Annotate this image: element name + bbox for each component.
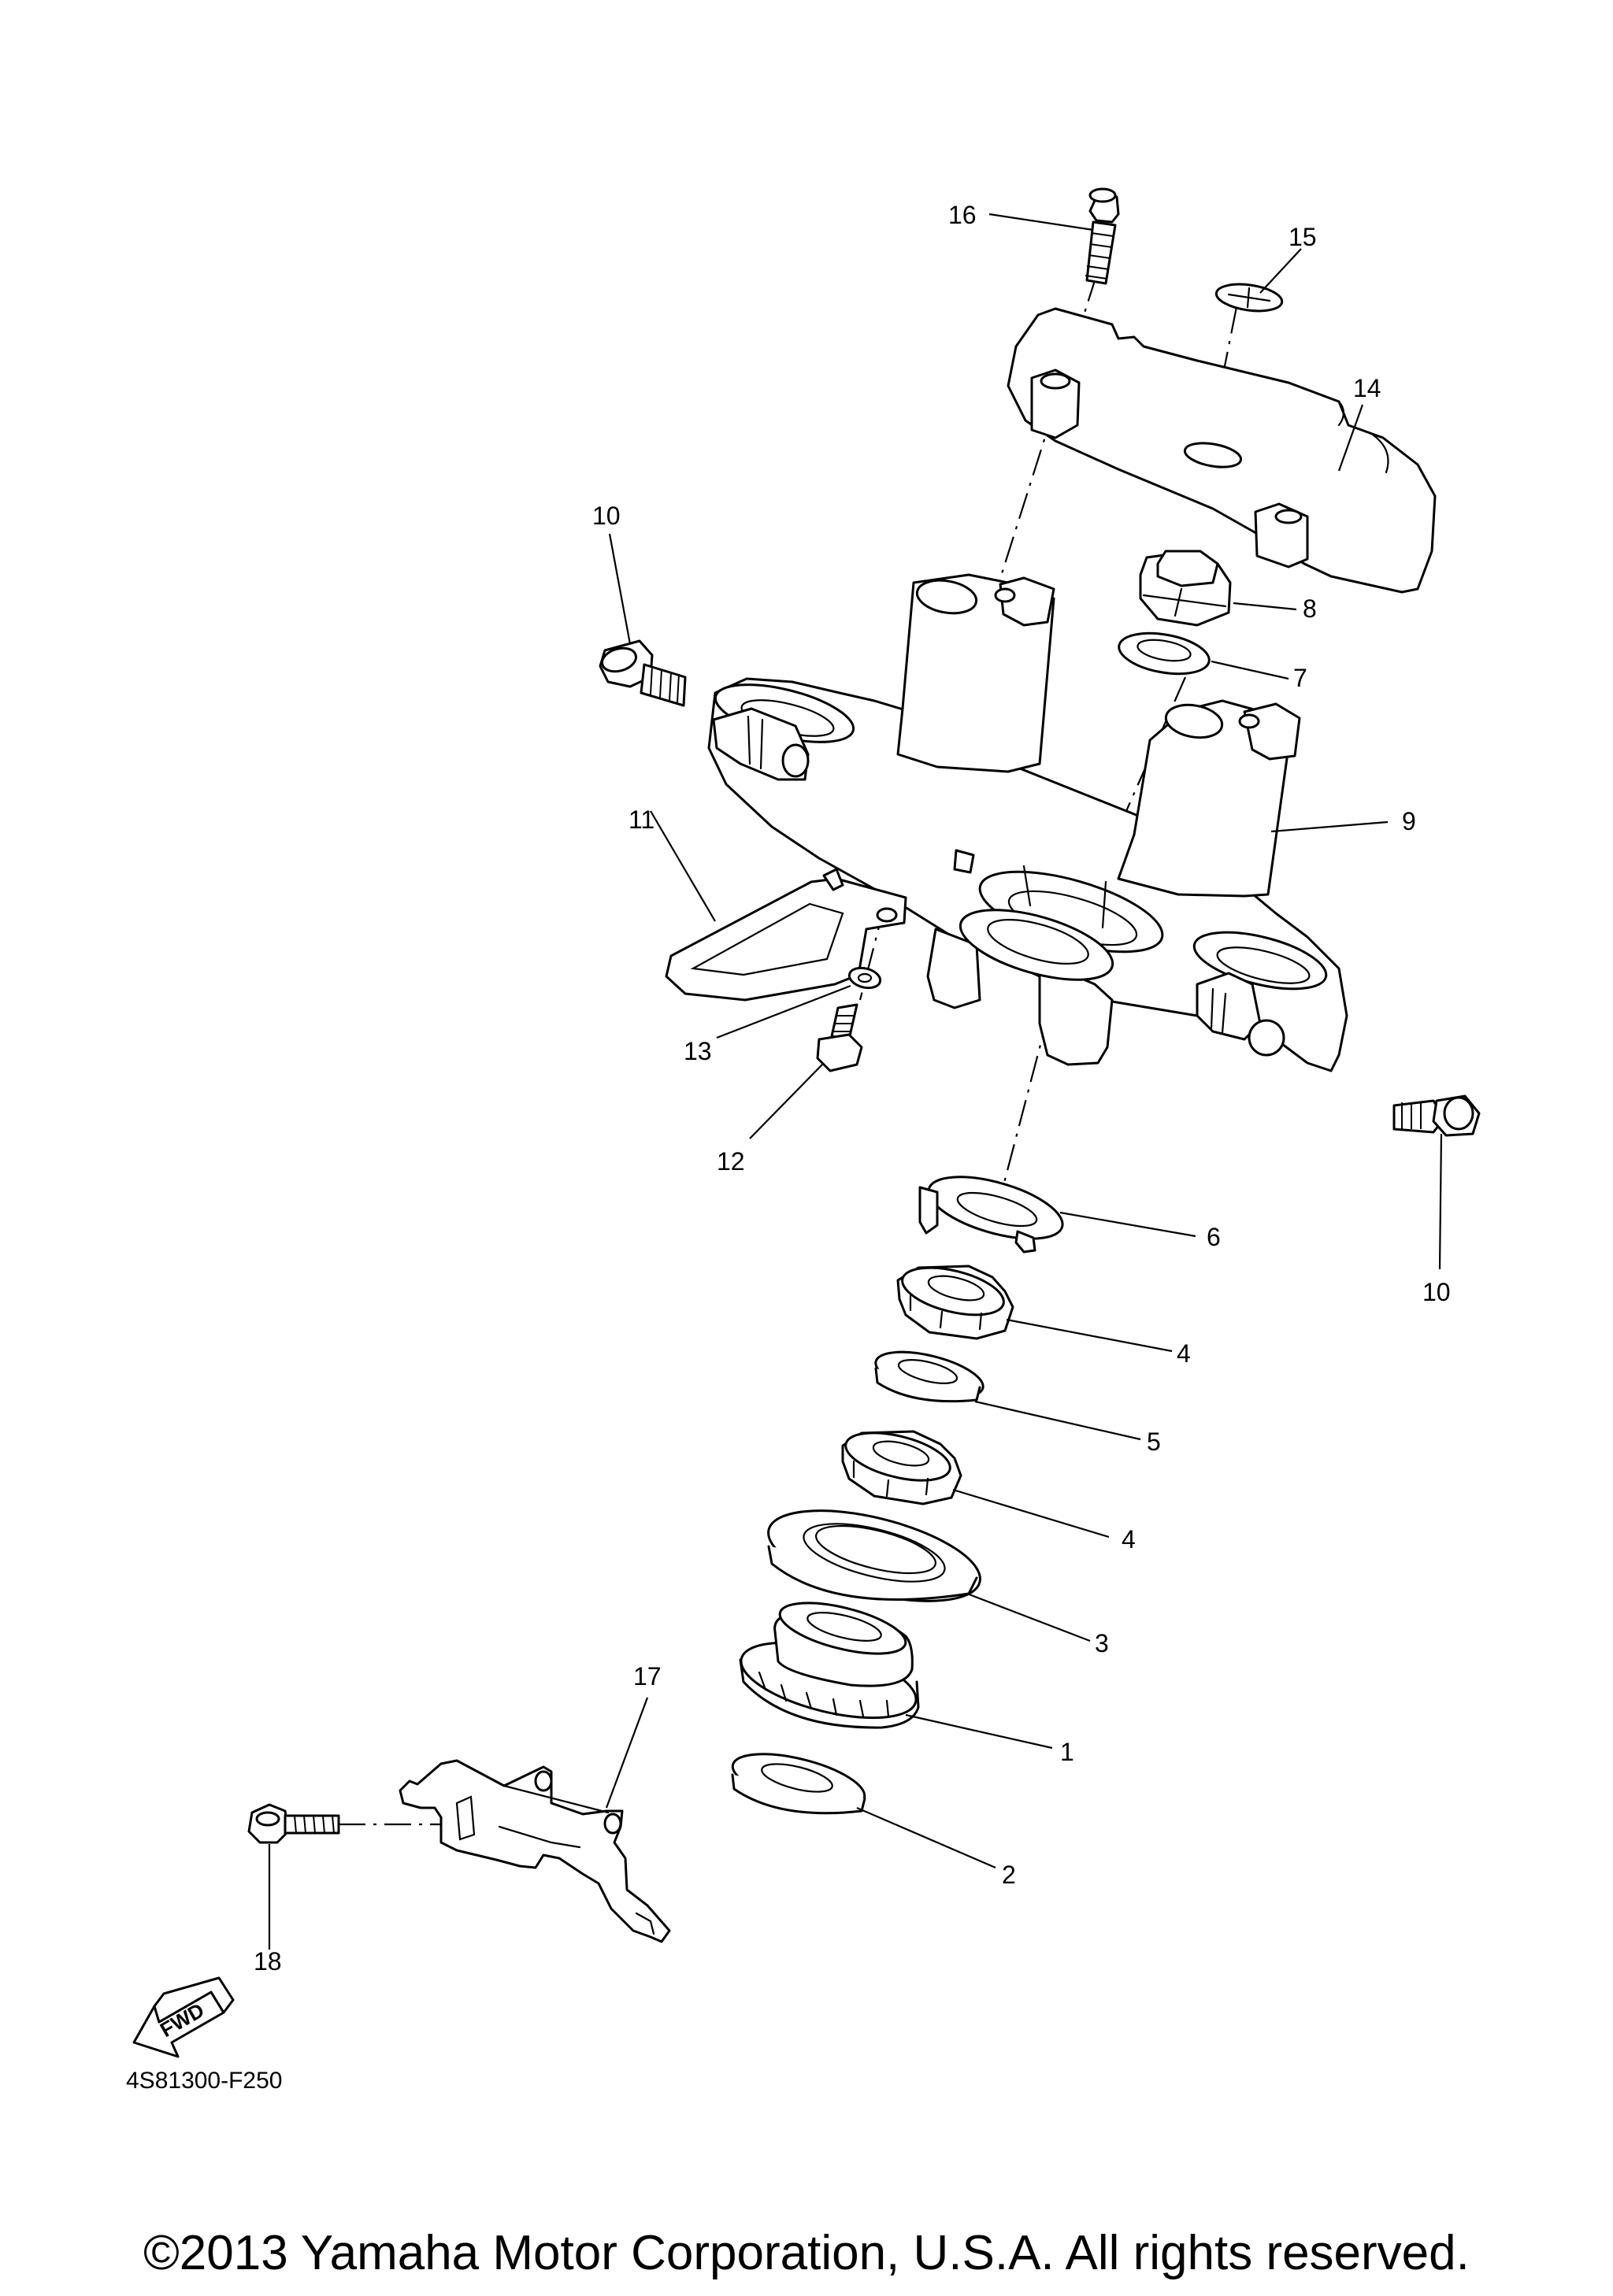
part-1-bearing	[739, 1602, 920, 1729]
callout-7: 7	[1293, 664, 1307, 692]
callout-10-lower: 10	[1422, 1278, 1451, 1306]
part-3-dust-seal	[767, 1509, 981, 1602]
callout-14: 14	[1353, 374, 1381, 402]
callout-3: 3	[1095, 1629, 1109, 1657]
part-10-bolt-lower	[1392, 1094, 1481, 1137]
callout-10-upper: 10	[592, 502, 621, 530]
callout-6: 6	[1207, 1223, 1221, 1251]
leader-12	[749, 1064, 823, 1139]
part-6-lock-washer	[918, 1176, 1064, 1254]
part-8-nut	[1139, 550, 1232, 627]
part-9-upper-bracket	[707, 573, 1348, 1072]
leader-5	[974, 1400, 1141, 1441]
part-5-washer	[874, 1350, 984, 1403]
callout-9: 9	[1402, 807, 1416, 835]
callout-15: 15	[1289, 223, 1317, 251]
callout-1: 1	[1060, 1738, 1074, 1766]
leader-11	[650, 810, 716, 922]
part-17-sensor-bracket	[399, 1759, 671, 1943]
callout-18: 18	[254, 1947, 282, 1976]
axis-line-stem-lower	[995, 1011, 1051, 1213]
callout-4-upper: 4	[1177, 1339, 1191, 1368]
leader-4-lower	[952, 1488, 1110, 1539]
part-4-ring-nut-upper	[896, 1265, 1014, 1340]
part-15-cap	[1214, 283, 1284, 313]
leader-4-upper	[1006, 1318, 1173, 1353]
diagram-code: 4S81300-F250	[126, 2068, 283, 2094]
part-14-upper-holder	[1007, 307, 1437, 594]
part-12-bolt	[816, 1003, 863, 1072]
leader-10-lower	[1438, 1133, 1443, 1270]
callout-2: 2	[1002, 1861, 1016, 1889]
part-11-bracket	[665, 868, 907, 1002]
leader-16	[988, 213, 1094, 231]
part-7-washer	[1118, 631, 1211, 676]
copyright-notice: ©2013 Yamaha Motor Corporation, U.S.A. A…	[143, 2226, 1470, 2280]
leader-6	[1059, 1211, 1196, 1238]
leader-10-upper	[608, 533, 632, 645]
leader-3	[966, 1592, 1091, 1642]
leader-lines	[268, 213, 1443, 1950]
leader-15	[1259, 248, 1302, 294]
part-16-bolt	[1085, 187, 1120, 285]
callout-17: 17	[633, 1662, 662, 1691]
callout-numbers: 16 15 14 10 8 7 11 9 13 12 6 10 4 5 4 3 …	[254, 201, 1451, 1976]
leader-14	[1337, 404, 1364, 472]
callout-4-lower: 4	[1122, 1525, 1136, 1554]
part-18-bolt	[247, 1803, 340, 1844]
callout-8: 8	[1303, 594, 1317, 623]
callout-13: 13	[684, 1037, 712, 1065]
callout-16: 16	[948, 201, 977, 229]
leader-13	[716, 984, 851, 1039]
fwd-arrow-icon: FWD	[132, 1976, 235, 2058]
callout-11: 11	[629, 805, 654, 834]
part-2-washer	[731, 1753, 866, 1815]
leader-9	[1270, 820, 1389, 833]
leader-2	[856, 1806, 996, 1869]
leader-8	[1233, 602, 1297, 611]
part-13-washer	[847, 966, 882, 990]
part-10-bolt-upper	[599, 639, 687, 707]
leader-17	[605, 1697, 649, 1809]
callout-12: 12	[717, 1147, 745, 1176]
leader-1	[905, 1713, 1053, 1750]
leader-7	[1211, 660, 1289, 680]
part-4-ring-nut-lower	[841, 1430, 962, 1505]
callout-5: 5	[1147, 1428, 1161, 1456]
